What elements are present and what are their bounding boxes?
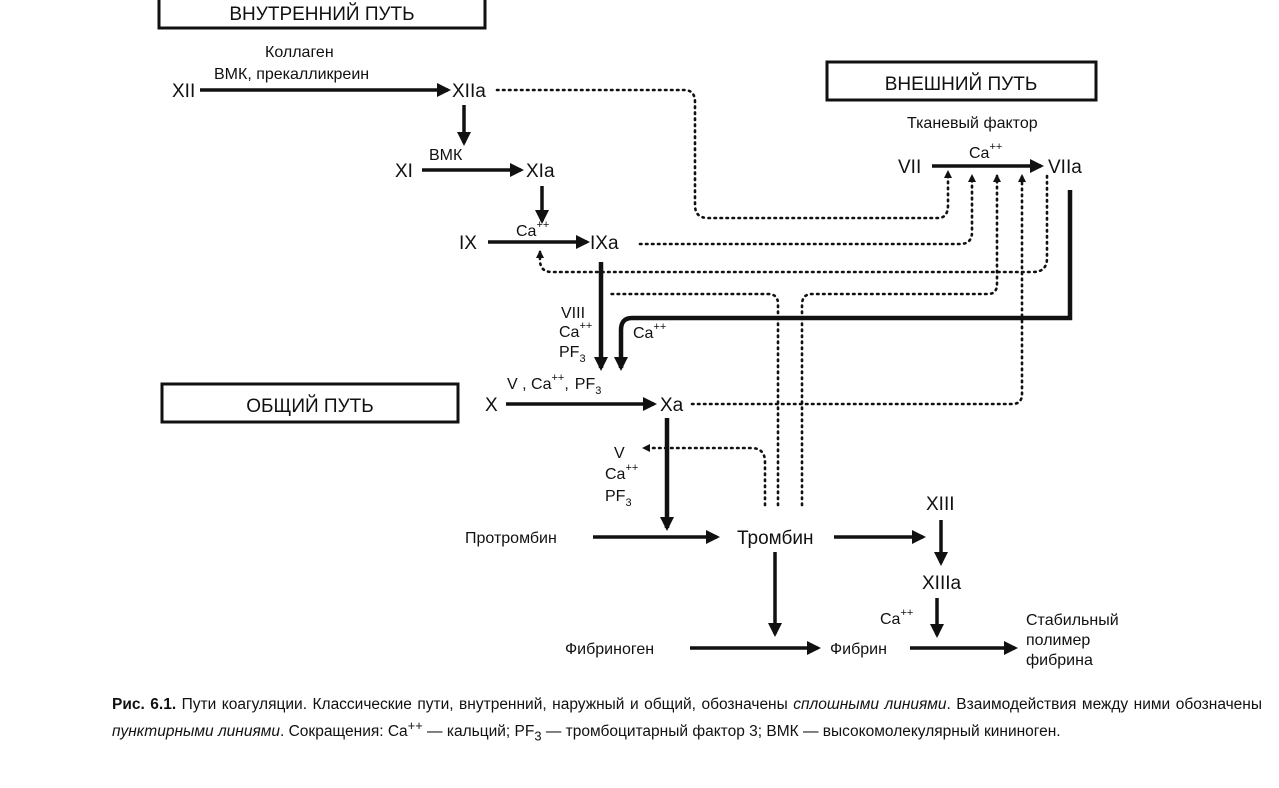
label-pf3-xa: PF3	[605, 488, 632, 509]
label-viii: VIII	[561, 305, 585, 322]
dotted-thrombin-to-vii	[800, 174, 1001, 507]
dotted-ixa-to-vii	[638, 174, 976, 246]
node-vii: VII	[898, 157, 921, 178]
label-vmk-prekallikrein: ВМК, прекалликреин	[214, 66, 369, 83]
node-xi: XI	[395, 161, 413, 182]
node-ixa: IXa	[590, 233, 619, 254]
node-stable-line3: фибрина	[1026, 652, 1093, 669]
node-x: X	[485, 395, 498, 416]
label-collagen: Коллаген	[265, 44, 334, 61]
dotted-thrombin-to-v	[642, 444, 767, 507]
extrinsic-pathway-title: ВНЕШНИЙ ПУТЬ	[885, 73, 1038, 95]
label-ca-ix: Ca++	[516, 219, 549, 240]
dotted-xiia-to-vii	[495, 88, 952, 220]
label-ca-vii: Ca++	[969, 141, 1002, 162]
node-thrombin: Тромбин	[737, 528, 814, 549]
node-viia: VIIa	[1048, 157, 1082, 178]
node-prothrombin: Протромбин	[465, 530, 557, 547]
node-xia: XIa	[526, 161, 555, 182]
node-xiii: XIII	[926, 494, 955, 515]
dotted-xa-to-vii	[690, 174, 1026, 406]
intrinsic-pathway-box: ВНУТРЕННИЙ ПУТЬ	[157, 0, 487, 30]
dotted-viia-to-ix	[536, 174, 1049, 274]
label-v-ca-pf3: V , Ca++,PF3	[507, 372, 601, 397]
coagulation-diagram: ВНУТРЕННИЙ ПУТЬ ВНЕШНИЙ ПУТЬ ОБЩИЙ ПУТЬ …	[157, 0, 1119, 669]
node-xa: Xa	[660, 395, 684, 416]
node-stable-line1: Стабильный	[1026, 612, 1119, 629]
node-xiiia: XIIIa	[922, 573, 962, 594]
dotted-thrombin-to-viii	[609, 292, 780, 507]
figure-caption: Рис. 6.1. Пути коагуляции. Классические …	[112, 696, 1262, 744]
node-ix: IX	[459, 233, 477, 254]
node-fibrinogen: Фибриноген	[565, 641, 654, 658]
common-pathway-title: ОБЩИЙ ПУТЬ	[246, 395, 373, 417]
common-pathway-box: ОБЩИЙ ПУТЬ	[160, 382, 460, 424]
label-pf3-viii: PF3	[559, 344, 586, 365]
node-stable-line2: полимер	[1026, 632, 1090, 649]
extrinsic-pathway-box: ВНЕШНИЙ ПУТЬ	[825, 60, 1098, 102]
intrinsic-pathway-title: ВНУТРЕННИЙ ПУТЬ	[229, 3, 414, 25]
caption-figure-number: Рис. 6.1.	[112, 696, 177, 713]
label-tissue-factor: Тканевый фактор	[907, 115, 1038, 132]
label-ca-xiiia: Ca++	[880, 607, 913, 628]
node-xii: XII	[172, 81, 195, 102]
label-v: V	[614, 445, 625, 462]
node-fibrin: Фибрин	[830, 641, 887, 658]
node-xiia: XIIa	[452, 81, 486, 102]
arrow-viia-to-x	[614, 190, 1073, 371]
label-vmk: ВМК	[429, 147, 463, 164]
label-ca-xa: Ca++	[605, 462, 638, 483]
label-ca-viii: Ca++	[559, 320, 592, 341]
label-ca-viia: Ca++	[633, 321, 666, 342]
